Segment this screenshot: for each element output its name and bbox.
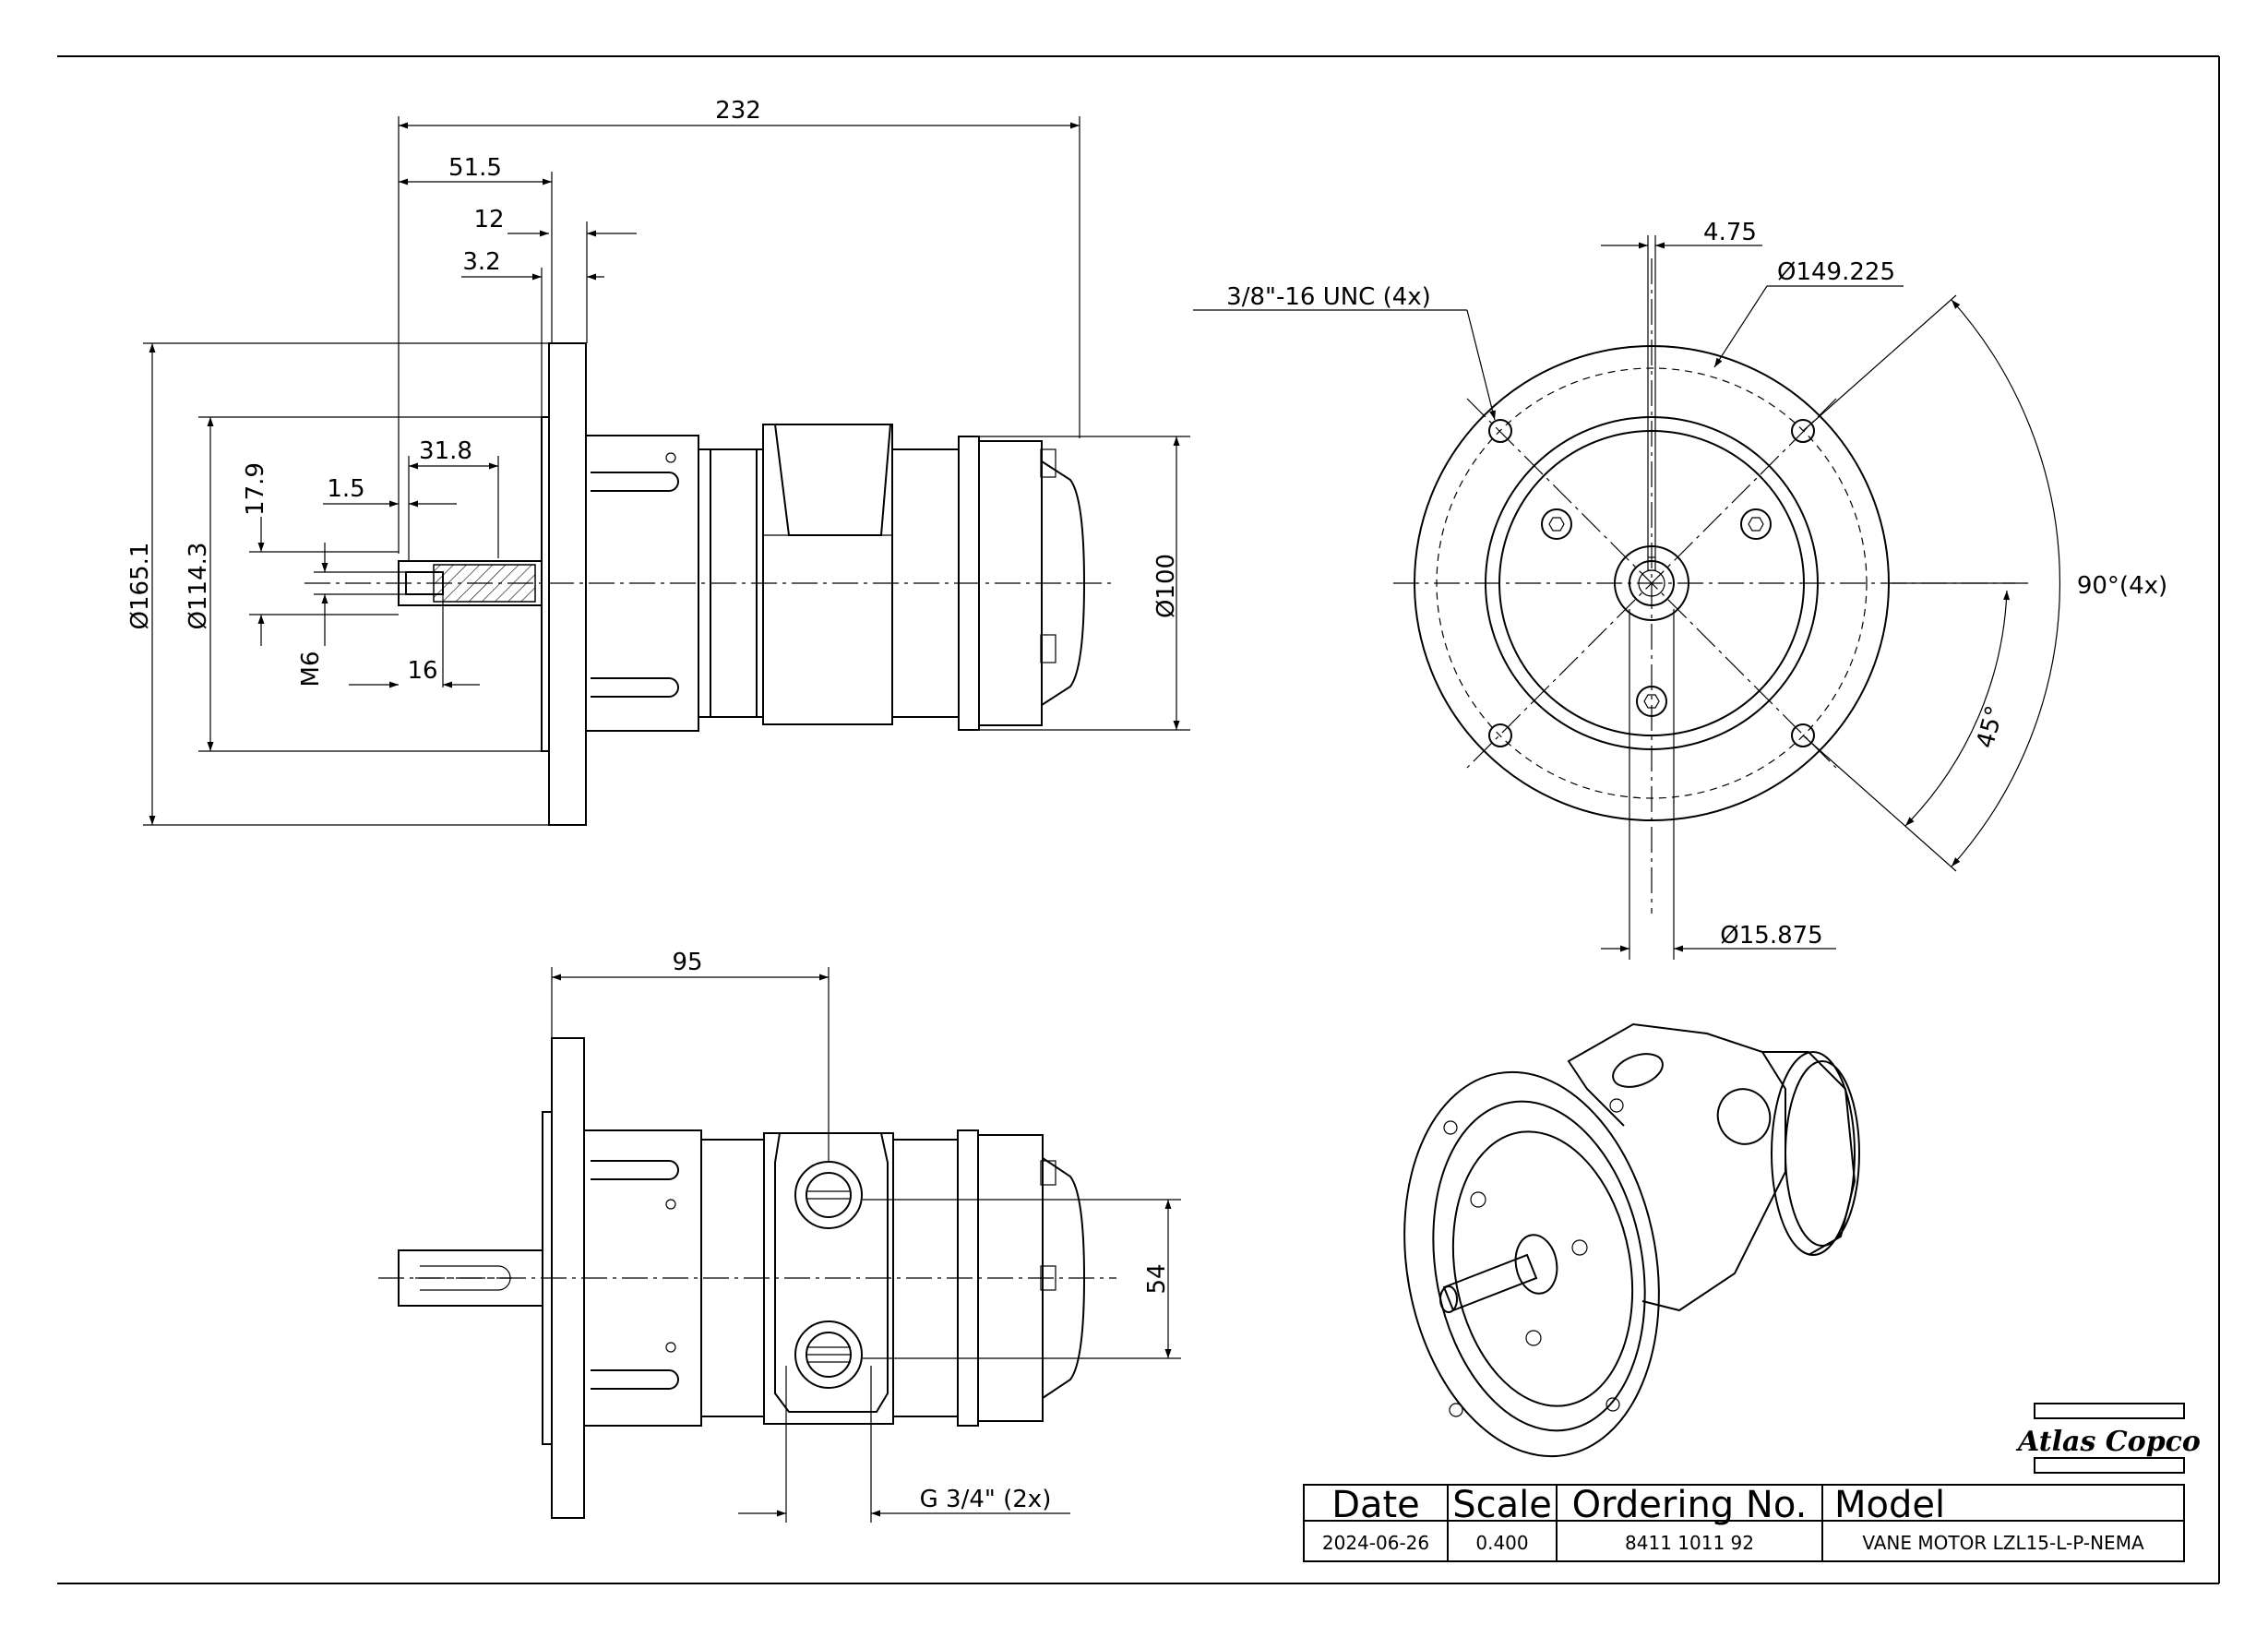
dim-key-width: 4.75 [1601, 219, 1762, 557]
dim-port-position: 95 [551, 949, 830, 1162]
flange [548, 342, 587, 826]
iso-end-cover [1771, 1051, 1856, 1256]
dim-thread-label: M6 [297, 651, 325, 687]
dim-thread-depth: 16 [349, 594, 480, 688]
bolt-hole-bl [1488, 723, 1512, 747]
title-block-header-date: Date [1331, 1484, 1420, 1526]
dim-pilot-dia: Ø114.3 [185, 416, 542, 752]
side-view-top: 232 51.5 12 3.2 31.8 1.5 [126, 97, 1190, 826]
dim-key-height: 17.9 [242, 462, 399, 646]
iso-flange-outer [1403, 1070, 1660, 1458]
thread-hole [405, 571, 444, 595]
bolt-hole-br [1791, 723, 1815, 747]
bolt-circle [1436, 367, 1868, 799]
dim-angle-offset: 45° [1892, 582, 2016, 827]
iso-pilot [1451, 1130, 1634, 1407]
isometric-view [1403, 1022, 1860, 1458]
shaft-end [1629, 560, 1675, 606]
shaft-section-hatch [433, 564, 536, 603]
dim-flange-dia: Ø165.1 [126, 342, 549, 826]
dim-port-position-label: 95 [672, 949, 702, 976]
dim-key-offset: 1.5 [323, 475, 457, 508]
bolt-hole-tr [1791, 419, 1815, 443]
dim-thread-holes-label: 3/8"-16 UNC (4x) [1226, 283, 1431, 311]
title-block-ordering-no: 8411 1011 92 [1625, 1532, 1754, 1554]
adapter-slot-top [591, 472, 679, 492]
title-block-date: 2024-06-26 [1322, 1532, 1429, 1554]
shaft-2 [398, 1249, 543, 1307]
end-cover-2 [977, 1134, 1044, 1422]
dim-body-dia-label: Ø100 [1152, 554, 1180, 618]
sheet-border [57, 55, 2220, 1584]
port-2 [794, 1320, 863, 1389]
hex-screw-1 [1541, 508, 1572, 540]
port-1 [794, 1161, 863, 1229]
dim-pilot-dia-label: Ø114.3 [185, 543, 212, 630]
dim-body-dia: Ø100 [979, 436, 1190, 731]
iso-shaft [1442, 1253, 1538, 1312]
dim-key-height-label: 17.9 [242, 462, 269, 516]
side-view-bottom: 95 54 G 3/4" (2x) [378, 949, 1181, 1523]
front-view: 4.75 Ø149.225 3/8"-16 UNC (4x) 90°(4x) 4… [1193, 219, 2167, 960]
pilot-outline [1485, 416, 1819, 750]
dim-angle-offset-label: 45° [1972, 703, 2010, 751]
title-block-model: VANE MOTOR LZL15-L-P-NEMA [1862, 1532, 2144, 1554]
dim-angle-spacing: 90°(4x) [1802, 294, 2167, 872]
end-cover [978, 440, 1043, 726]
shaft-boss [1614, 545, 1689, 621]
dim-port-spacing: 54 [863, 1199, 1181, 1359]
iso-body [1567, 1022, 1786, 1312]
dim-pilot: 3.2 [461, 248, 604, 417]
flange-outline [1414, 345, 1890, 821]
hex-screw-3 [1636, 686, 1667, 717]
dim-pilot-label: 3.2 [462, 248, 500, 276]
dim-port-spacing-label: 54 [1143, 1263, 1171, 1294]
dim-key-width-label: 4.75 [1703, 219, 1757, 246]
dim-thread-depth-label: 16 [407, 657, 437, 685]
dim-key-length-label: 31.8 [419, 437, 472, 465]
dim-flange-thickness-label: 12 [473, 206, 504, 233]
title-block-header-model: Model [1834, 1484, 1945, 1526]
dim-key-length: 31.8 [408, 437, 499, 561]
title-block-header-scale: Scale [1452, 1484, 1552, 1526]
pilot [541, 416, 550, 752]
dim-shaft-dia: Ø15.875 [1601, 609, 1836, 960]
dim-angle-spacing-label: 90°(4x) [2077, 572, 2167, 600]
shaft [398, 560, 543, 606]
dim-shaft-dia-label: Ø15.875 [1720, 922, 1822, 950]
brand-logo-text: Atlas Copco [2015, 1426, 2201, 1458]
hex-screw-2 [1740, 508, 1772, 540]
dim-thread: M6 [297, 543, 406, 687]
dim-overall-length: 232 [398, 97, 1080, 554]
title-block-header-ordering-no: Ordering No. [1572, 1484, 1808, 1526]
dim-key-offset-label: 1.5 [327, 475, 364, 503]
dim-flange-dia-label: Ø165.1 [126, 543, 154, 630]
dim-ports: G 3/4" (2x) [738, 1366, 1070, 1523]
dim-overall-length-label: 232 [715, 97, 761, 125]
dim-thread-holes: 3/8"-16 UNC (4x) [1193, 283, 1496, 421]
port-housing [762, 424, 893, 725]
dim-flange-to-shaft-label: 51.5 [448, 154, 502, 182]
adapter-slot-bottom [591, 677, 679, 698]
atlas-copco-logo: Atlas Copco [2015, 1403, 2201, 1474]
title-block-scale: 0.400 [1475, 1532, 1528, 1554]
dim-bolt-circle: Ø149.225 [1713, 258, 1904, 368]
dim-flange-thickness: 12 [473, 206, 637, 343]
dim-ports-label: G 3/4" (2x) [920, 1486, 1052, 1513]
title-block: Date Scale Ordering No. Model 2024-06-26… [1303, 1484, 2185, 1562]
dim-bolt-circle-label: Ø149.225 [1777, 258, 1895, 286]
dim-flange-to-shaft: 51.5 [399, 154, 553, 343]
bolt-hole-tl [1488, 419, 1512, 443]
